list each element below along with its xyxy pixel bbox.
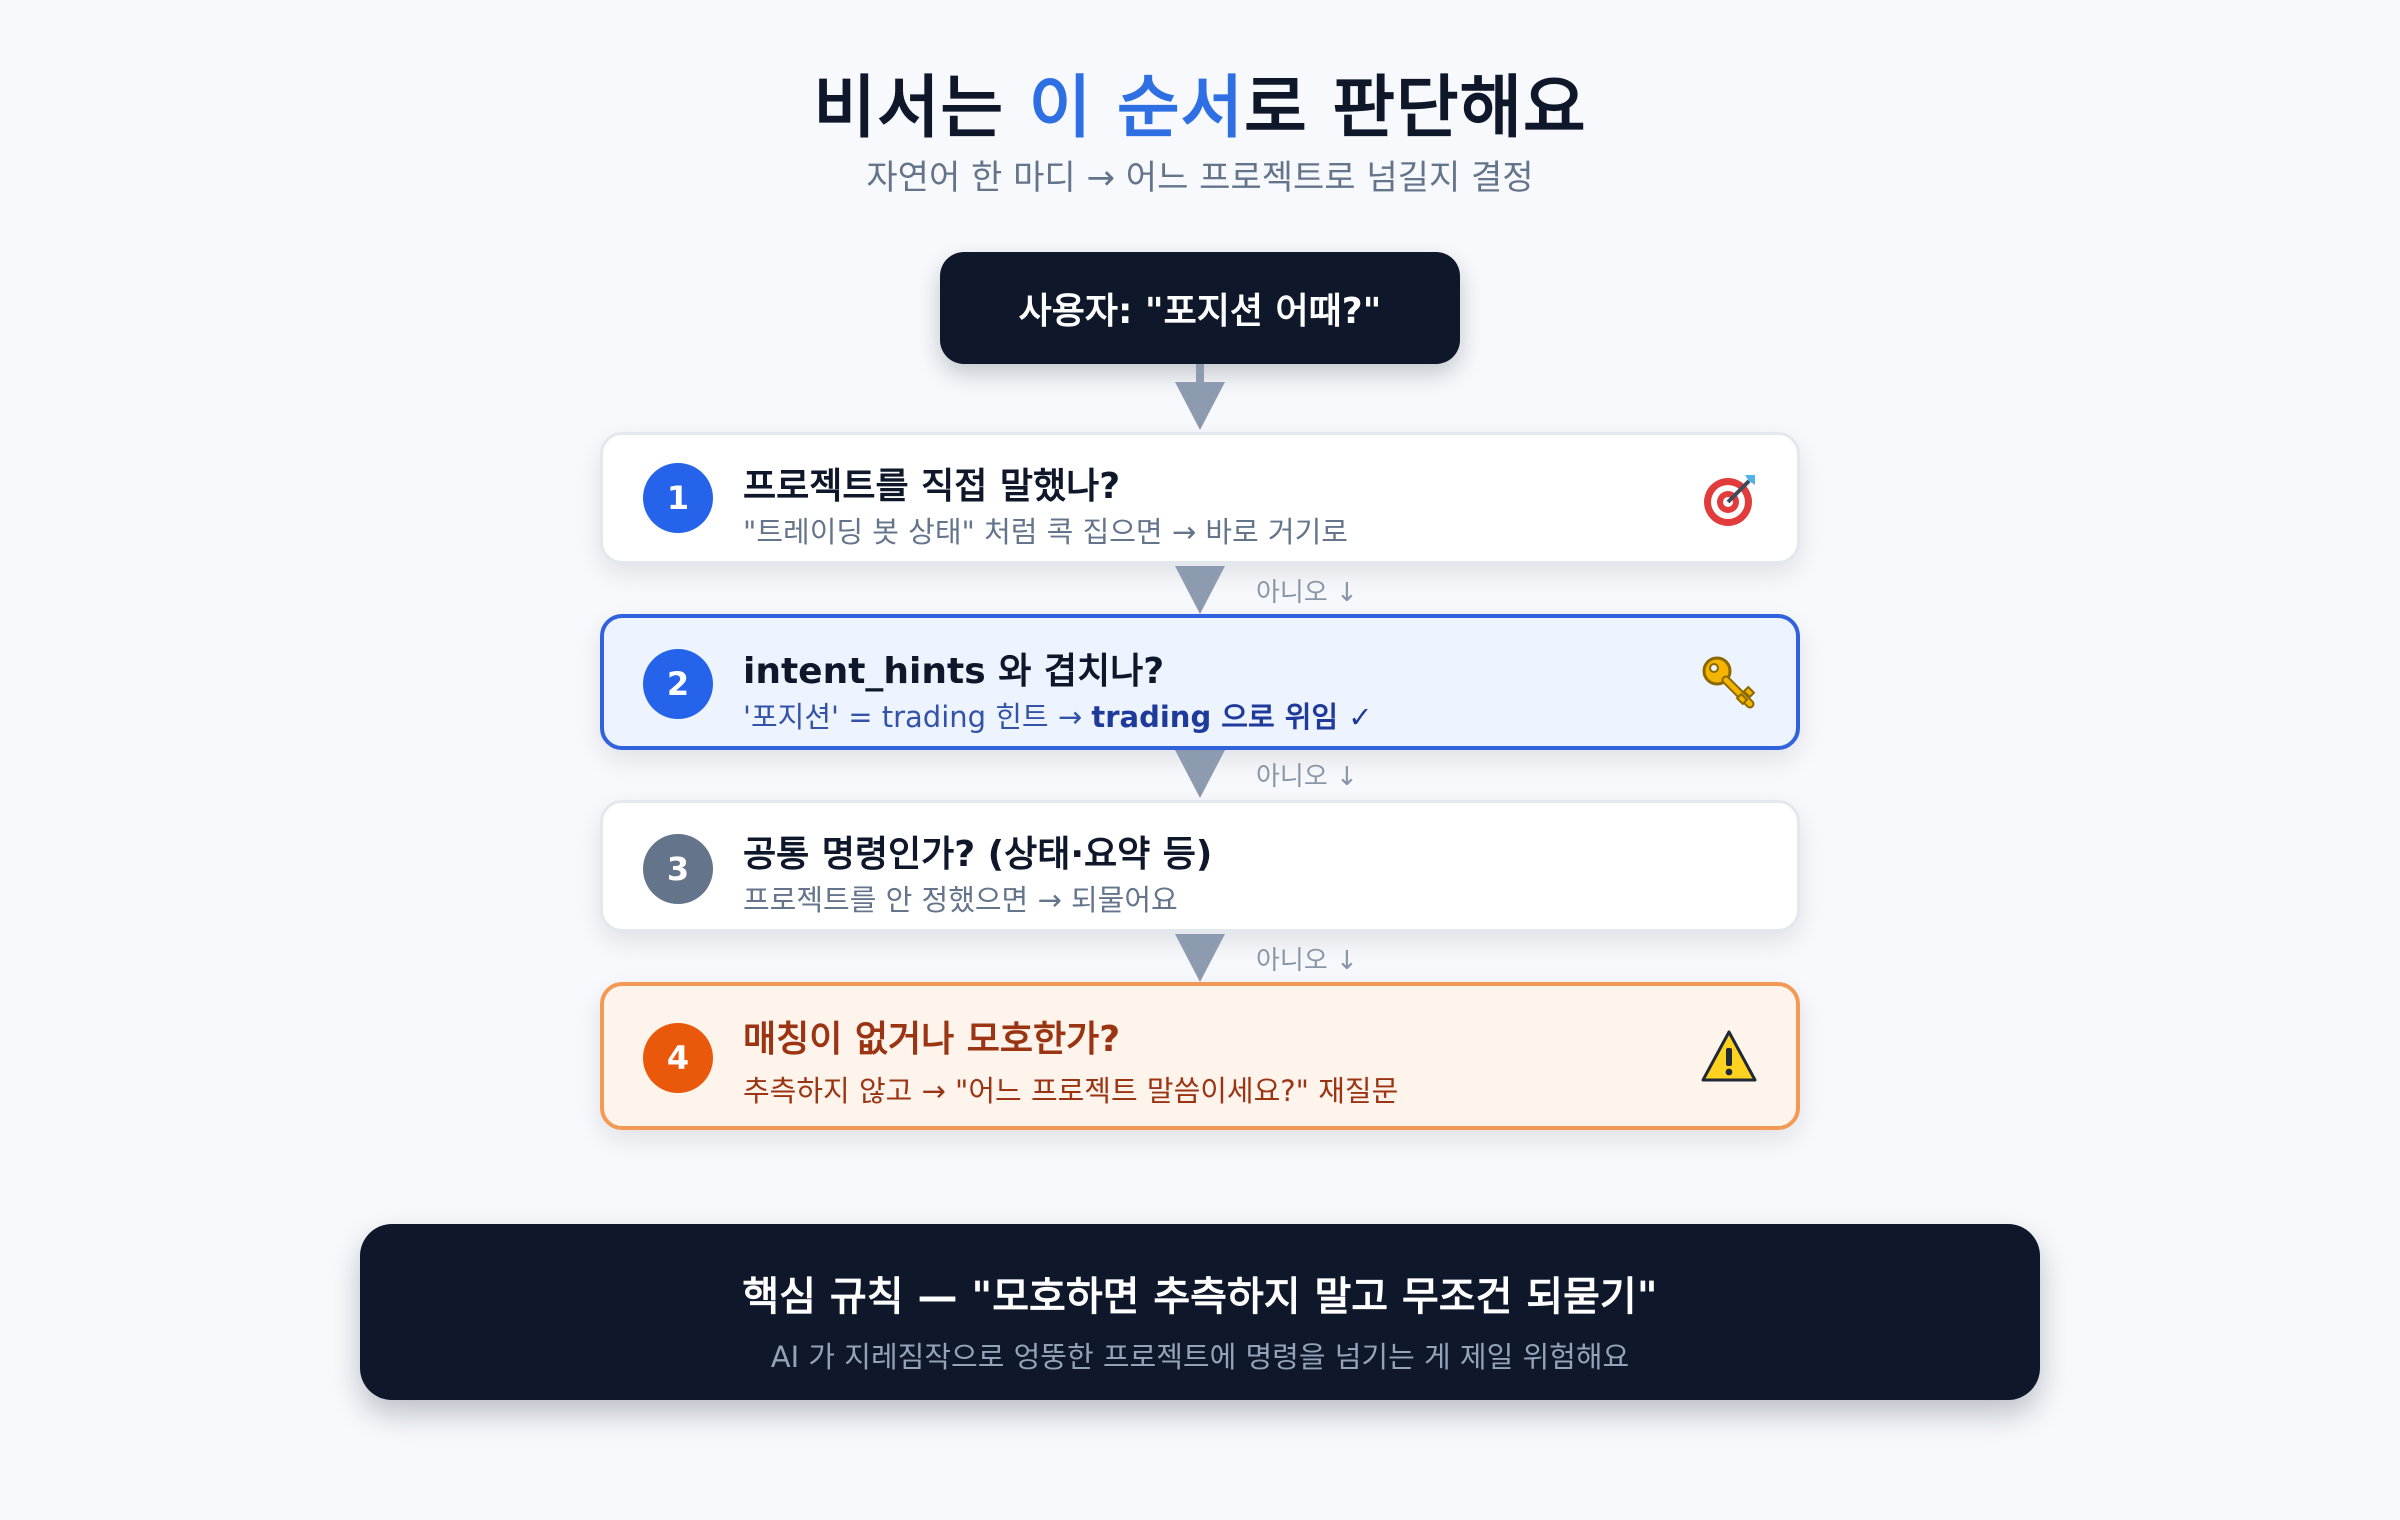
step-description: '포지션' = trading 힌트 → trading 으로 위임 ✓ (743, 694, 1373, 736)
warning-icon (1701, 1030, 1757, 1082)
step-card-3: 3 공통 명령인가? (상태·요약 등) 프로젝트를 안 정했으면 → 되물어요 (600, 800, 1800, 932)
title-pre: 비서는 (813, 69, 1029, 148)
step-number-badge: 2 (643, 649, 713, 719)
no-label: 아니오 ↓ (1256, 946, 1358, 976)
title-highlight: 이 순서 (1028, 69, 1245, 148)
core-rule-banner: 핵심 규칙 — "모호하면 추측하지 말고 무조건 되묻기" AI 가 지레짐작… (360, 1224, 2040, 1400)
step-description-pre: '포지션' = trading 힌트 → (743, 700, 1092, 734)
page-title: 비서는 이 순서로 판단해요 (0, 52, 2400, 151)
core-rule-subtitle: AI 가 지레짐작으로 엉뚱한 프로젝트에 명령을 넘기는 게 제일 위험해요 (770, 1340, 1630, 1374)
step-number-badge: 4 (643, 1023, 713, 1093)
step-card-1: 1 프로젝트를 직접 말했나? "트레이딩 봇 상태" 처럼 콕 집으면 → 바… (600, 432, 1800, 564)
target-icon (1704, 475, 1755, 526)
down-arrow-icon (1175, 934, 1225, 982)
no-label: 아니오 ↓ (1256, 578, 1358, 608)
connector-line (1196, 364, 1204, 386)
user-message-box: 사용자: "포지션 어때?" (940, 252, 1460, 364)
step-description-result: trading 으로 위임 ✓ (1091, 700, 1373, 734)
user-message-text: 사용자: "포지션 어때?" (1018, 291, 1382, 332)
step-title: 공통 명령인가? (상태·요약 등) (743, 834, 1213, 875)
title-post: 로 판단해요 (1244, 69, 1587, 148)
core-rule-title: 핵심 규칙 — "모호하면 추측하지 말고 무조건 되묻기" (742, 1274, 1658, 1320)
key-icon (1702, 656, 1756, 709)
no-label: 아니오 ↓ (1256, 762, 1358, 792)
step-number-badge: 3 (643, 834, 713, 904)
down-arrow-icon (1175, 566, 1225, 614)
step-description: "트레이딩 봇 상태" 처럼 콕 집으면 → 바로 거기로 (743, 515, 1348, 549)
step-title: intent_hints 와 겹치나? (743, 651, 1165, 692)
step-number-badge: 1 (643, 463, 713, 533)
down-arrow-icon (1175, 750, 1225, 798)
step-title: 매칭이 없거나 모호한가? (743, 1019, 1121, 1060)
step-description: 추측하지 않고 → "어느 프로젝트 말씀이세요?" 재질문 (743, 1074, 1399, 1108)
step-card-4: 4 매칭이 없거나 모호한가? 추측하지 않고 → "어느 프로젝트 말씀이세요… (600, 982, 1800, 1130)
page-subtitle: 자연어 한 마디 → 어느 프로젝트로 넘길지 결정 (866, 158, 1534, 198)
down-arrow-icon (1175, 382, 1225, 430)
step-card-2: 2 intent_hints 와 겹치나? '포지션' = trading 힌트… (600, 614, 1800, 750)
step-description: 프로젝트를 안 정했으면 → 되물어요 (743, 883, 1178, 917)
step-title: 프로젝트를 직접 말했나? (743, 466, 1121, 507)
